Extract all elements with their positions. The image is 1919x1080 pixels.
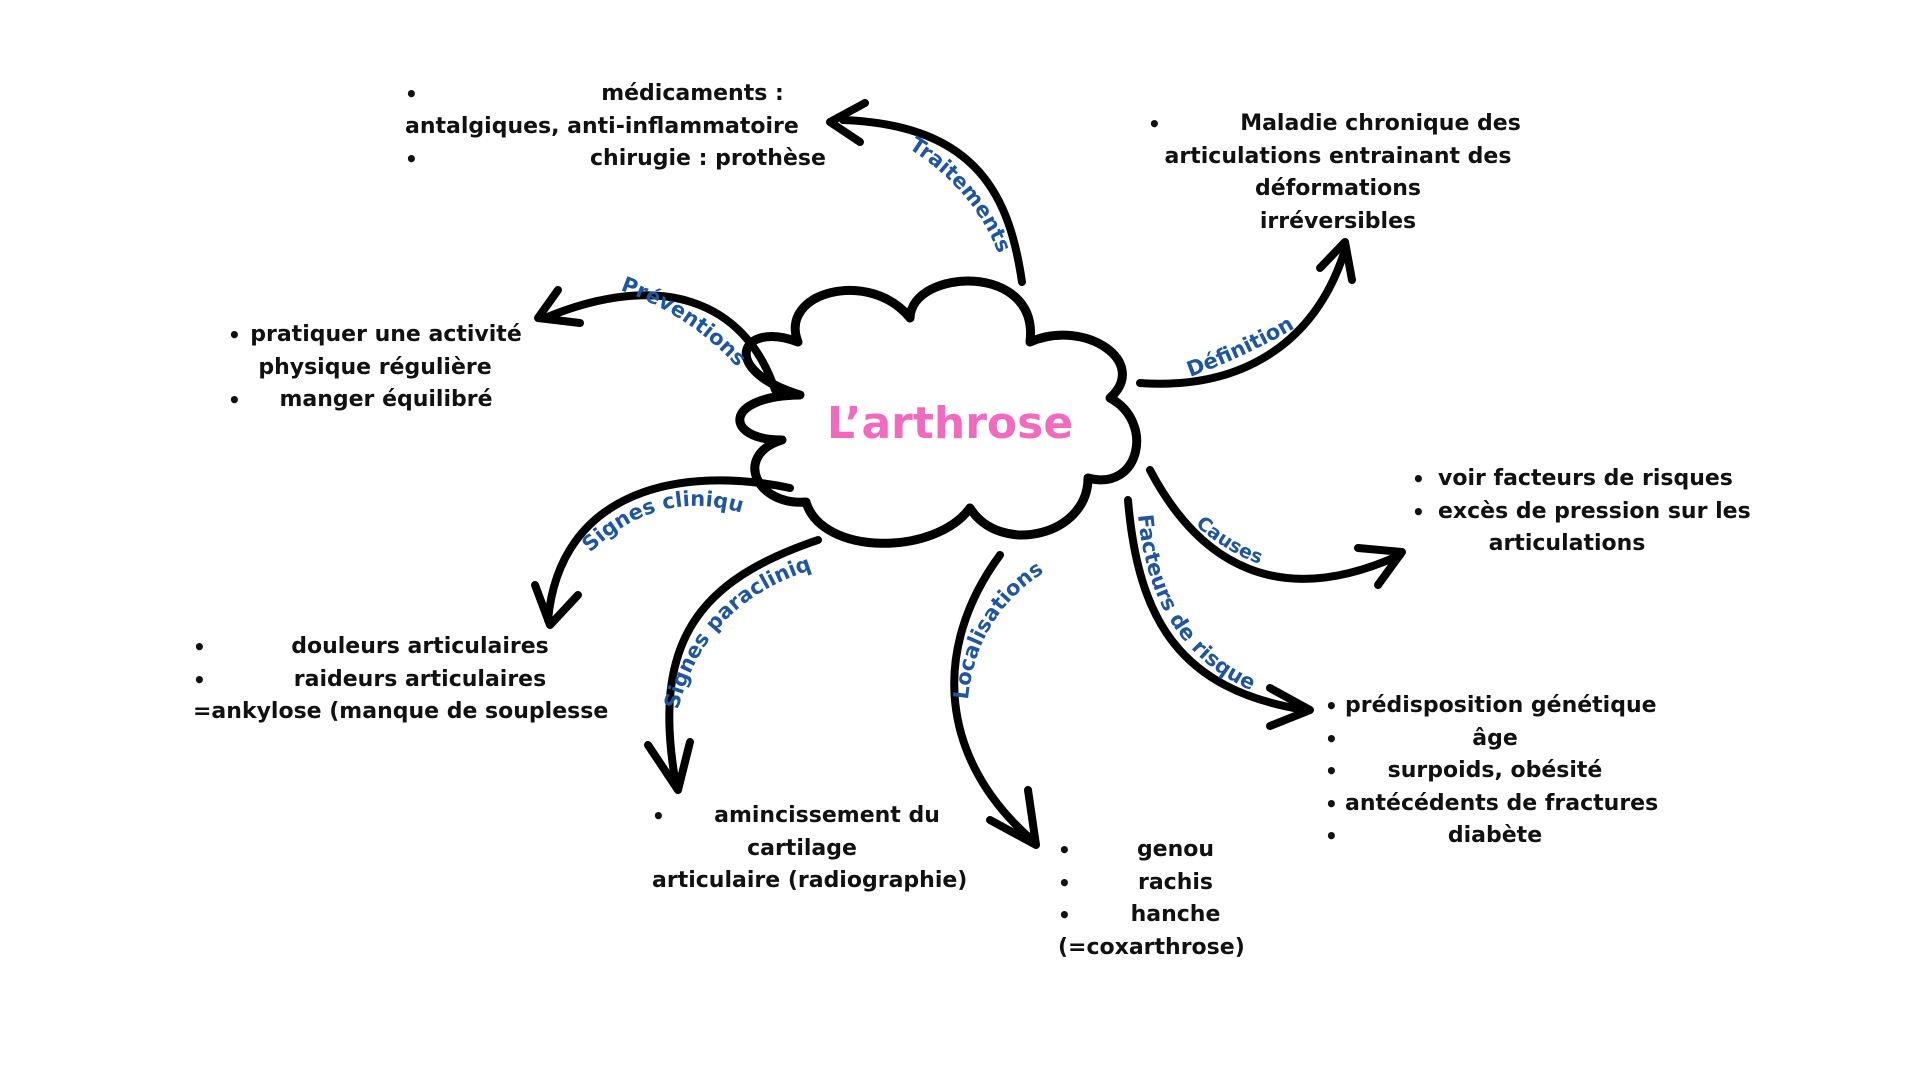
arrow-localisations [950,551,1036,844]
continuation-line: antalgiques, anti-inflammatoire [405,113,799,139]
block-localisations: • genou • rachis • hanche (=coxarthrose) [1058,834,1245,964]
bullet-text: manger équilibré [279,387,493,412]
bullet-text: médicaments : [601,81,784,106]
arrowhead-localisations [986,786,1040,849]
bullet-dot: • [228,323,241,347]
bullet-item: • hanche [1058,899,1238,932]
note-line: (=coxarthrose) [1058,934,1245,960]
arrowhead-definition [1316,238,1356,284]
arrowhead-causes [1354,544,1406,589]
bullet-text: voir facteurs de risques [1438,466,1733,491]
bullet-dot: • [1325,759,1338,783]
bullet-text: hanche [1130,902,1221,927]
arrow-definition [1136,246,1349,388]
bullet-dot: • [1058,903,1071,927]
bullet-item: • Maladie chronique des [1148,108,1528,141]
arrow-preventions [541,291,779,394]
bullet-item: • prédisposition génétique [1325,690,1657,723]
bullet-item: • raideurs articulaires [193,664,579,697]
continuation-line: articulaire (radiographie) [652,868,968,893]
arrow-signes-paracliniques [665,536,822,789]
bullet-item: • diabète [1325,820,1645,853]
continuation-line: déformations [1255,176,1421,201]
bullet-dot: • [405,147,418,171]
continuation-line: articulations entrainant des [1164,143,1512,169]
bullet-dot: • [652,804,665,828]
bullet-item: • antécédents de fractures [1325,788,1658,821]
bullet-dot: • [1412,499,1425,524]
bullet-dot: • [1058,870,1071,895]
arrowhead-signes-cliniques [531,581,582,629]
bullet-dot: • [193,667,206,692]
bullet-dot: • [405,82,418,106]
arrow-facteurs-de-risques [1124,496,1309,714]
bullet-text: amincissement du [714,803,940,828]
block-preventions: • pratiquer une activité physique régulièr… [228,319,522,417]
bullet-dot: • [1325,791,1338,816]
continuation-line: cartilage [747,835,857,861]
block-facteurs-de-risques: • prédisposition génétique • âge • surpoids, … [1325,690,1658,853]
bullet-item: • surpoids, obésité [1325,755,1645,788]
arrow-traitements [839,116,1026,286]
arrowhead-preventions [534,286,584,327]
bullet-dot: • [228,388,241,412]
bullet-item: • rachis [1058,867,1238,900]
bullet-text: diabète [1447,823,1543,848]
bullet-item: • manger équilibré [228,384,522,417]
note-line: =ankylose (manque de souplesse [193,699,609,724]
block-definition: • Maladie chronique des articulations entr… [1148,108,1528,238]
arrow-causes [1146,466,1404,583]
bullet-text: chirugie : prothèse [590,146,826,171]
bullet-item: • âge [1325,723,1645,756]
bullet-dot: • [1325,824,1338,848]
bullet-text: surpoids, obésité [1387,758,1603,783]
bullet-item: • excès de pression sur les [1412,496,1751,529]
continuation-line: articulations [1488,531,1646,556]
bullet-item: • voir facteurs de risques [1412,463,1733,496]
bullet-text: prédisposition génétique [1345,693,1657,718]
block-signes-paracliniques: • amincissement du cartilage articulaire (r… [652,800,968,898]
bullet-text: excès de pression sur les [1438,498,1751,524]
bullet-item: • médicaments : [405,78,795,111]
continuation-line: irréversibles [1259,208,1417,234]
bullet-dot: • [1325,726,1338,751]
block-causes: • voir facteurs de risques • excès de press… [1412,463,1751,561]
bullet-dot: • [1058,838,1071,862]
bullet-text: Maladie chronique des [1240,111,1521,136]
bullet-dot: • [1148,112,1161,136]
bullet-text: pratiquer une activité [250,322,522,347]
arrowhead-signes-paracliniques [644,738,694,794]
bullet-item: • pratiquer une activité [228,319,522,352]
bullet-text: rachis [1137,869,1214,895]
arrowhead-facteurs-de-risques [1266,684,1314,730]
central-title: L’arthrose [826,398,1074,449]
bullet-text: genou [1136,837,1215,862]
bullet-item: • chirugie : prothèse [405,143,826,176]
central-cloud [735,276,1142,548]
arrowhead-traitements [826,99,869,146]
bullet-text: âge [1472,725,1518,751]
bullet-dot: • [1412,467,1425,491]
bullet-item: • genou [1058,834,1238,867]
arrow-signes-cliniques [544,476,794,624]
bullet-item: • douleurs articulaires [193,631,579,664]
bullet-dot: • [1325,694,1338,718]
block-traitements: • médicaments : antalgiques, anti-inflamma… [405,78,826,176]
bullet-dot: • [193,635,206,659]
bullet-item: • amincissement du [652,800,952,833]
block-signes-cliniques: • douleurs articulaires • raideurs articula… [193,631,609,729]
continuation-line: physique régulière [258,354,492,380]
bullet-text: antécédents de fractures [1345,790,1659,816]
bullet-text: douleurs articulaires [291,634,549,659]
bullet-text: raideurs articulaires [293,666,547,692]
